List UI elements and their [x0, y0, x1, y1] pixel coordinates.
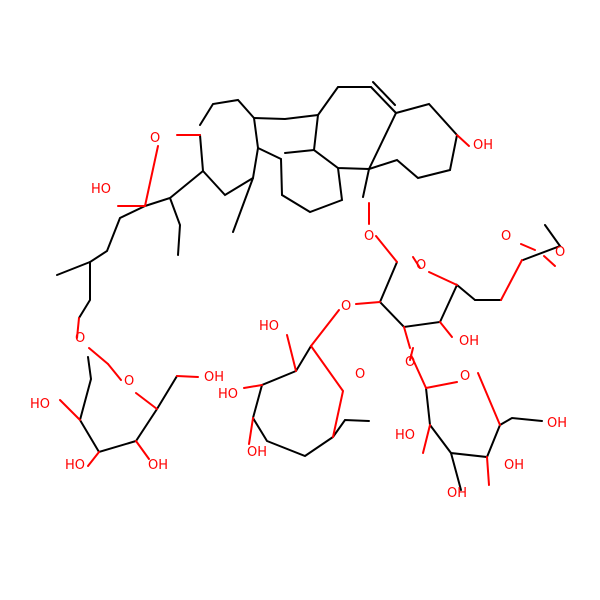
hydroxyl-label: HO — [65, 458, 85, 473]
ring-oxygen-label: O — [460, 369, 470, 384]
heteroatom-bonds — [59, 134, 556, 486]
hydroxyl-label: OH — [504, 458, 524, 473]
ring-oxygen-label: O — [355, 367, 365, 382]
hydroxyl-label: OH — [459, 334, 479, 349]
hydroxyl-label: HO — [30, 397, 50, 412]
glycosidic-oxygen-label: O — [364, 229, 374, 244]
ring-oxygen-label: O — [150, 131, 160, 146]
glycosidic-oxygen-label: O — [405, 355, 415, 370]
hydroxyl-label: HO — [395, 428, 415, 443]
hydroxyl-label: HO — [259, 319, 279, 334]
carbon-skeleton — [56, 81, 562, 491]
hydroxyl-label: OH — [447, 486, 467, 501]
ring-oxygen-label: O — [124, 374, 134, 389]
ether-oxygen-label: O — [75, 331, 85, 346]
hydroxyl-label: HO — [91, 182, 111, 197]
hydroxyl-label: OH — [547, 416, 567, 431]
carbonyl-oxygen-label: O — [555, 245, 565, 260]
atom-labels: O HO OH O O O O O O OH HO HO OH O HO HO … — [30, 131, 567, 501]
hydroxyl-label: OH — [247, 445, 267, 460]
glycosidic-oxygen-label: O — [341, 299, 351, 314]
hydroxyl-label: OH — [204, 370, 224, 385]
ester-oxygen-label: O — [501, 229, 511, 244]
hydroxyl-label: HO — [218, 387, 238, 402]
hydroxyl-label: OH — [148, 458, 168, 473]
ring-oxygen-label: O — [416, 258, 426, 273]
hydroxyl-label: OH — [473, 138, 493, 153]
